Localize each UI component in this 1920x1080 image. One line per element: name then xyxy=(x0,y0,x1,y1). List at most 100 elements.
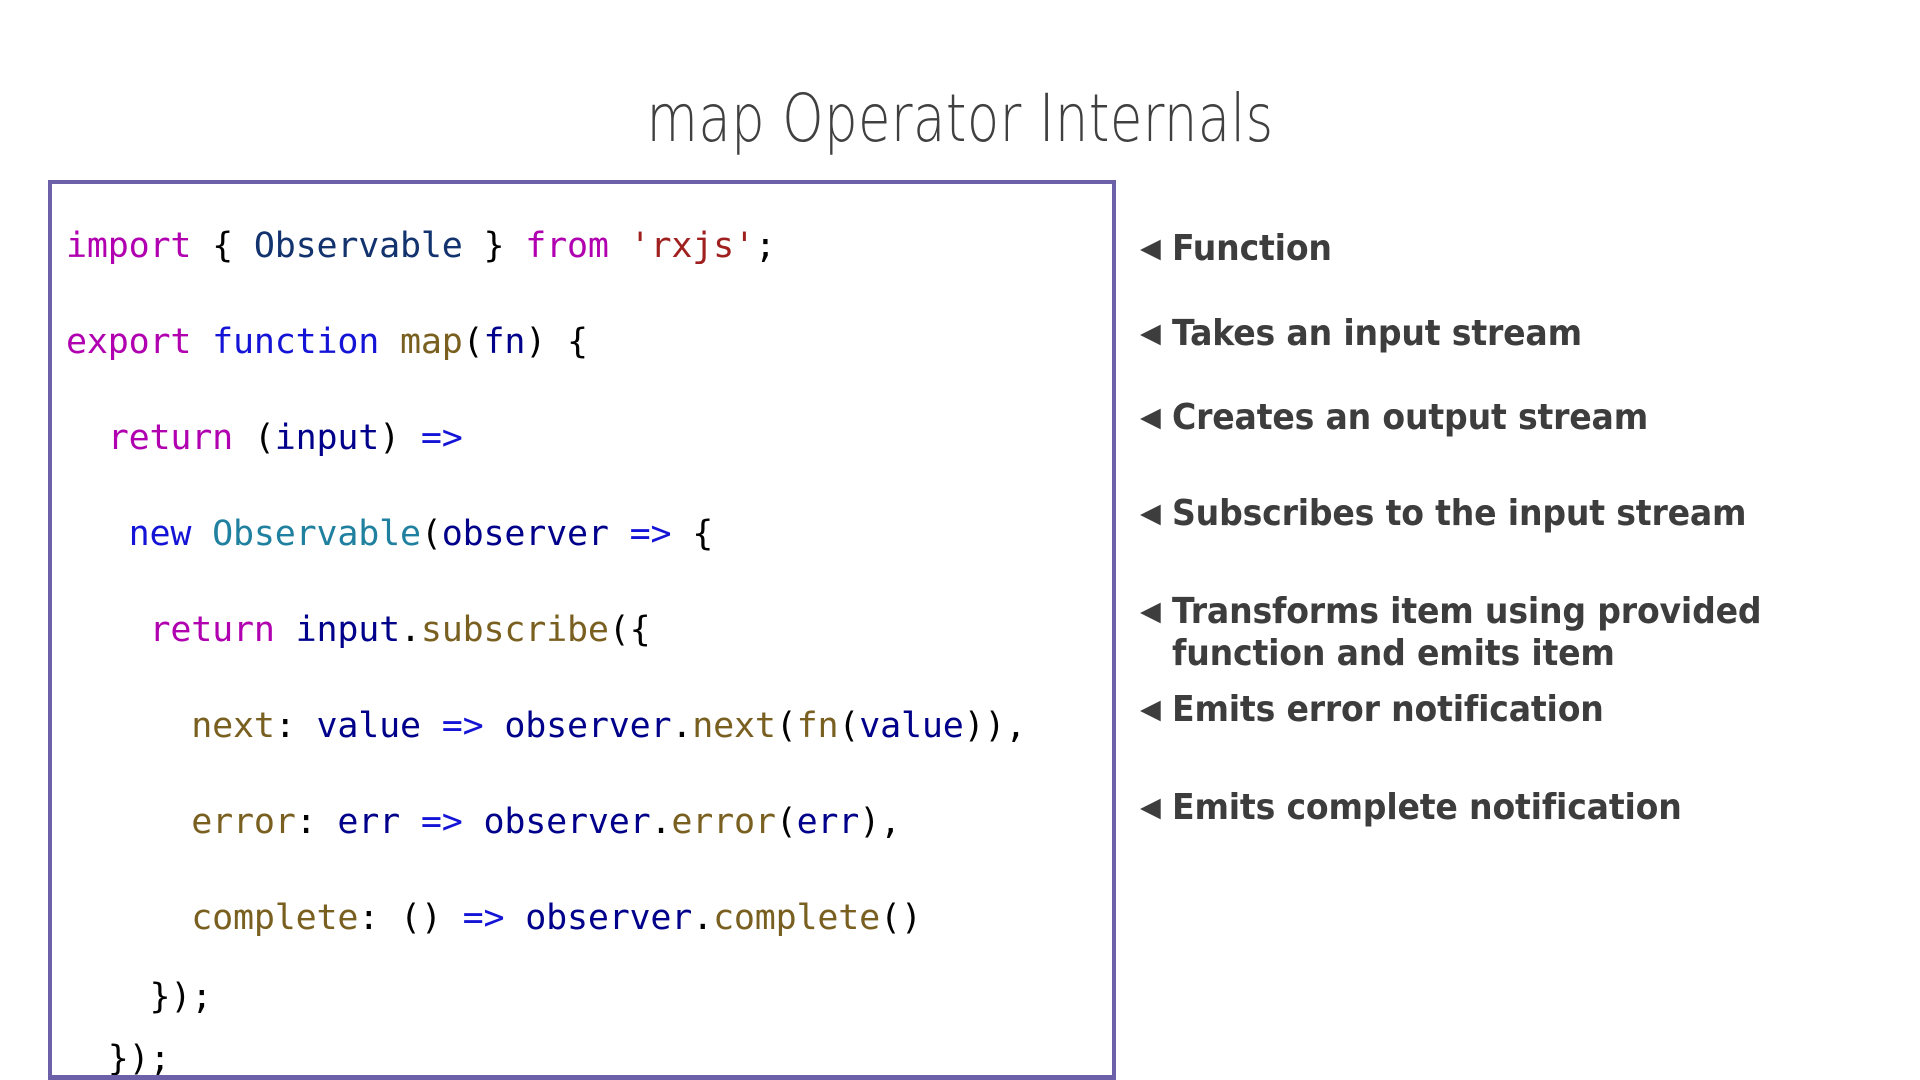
code-token: err xyxy=(337,802,400,842)
code-token: import xyxy=(66,226,192,266)
code-token: ( xyxy=(775,802,797,842)
code-token: value xyxy=(316,706,421,746)
code-token xyxy=(504,898,525,938)
code-token: { xyxy=(212,226,233,266)
code-token: next xyxy=(692,706,776,746)
code-token: ; xyxy=(754,226,776,266)
left-triangle-icon: ◀ xyxy=(1140,233,1161,264)
line-close-observable: }); xyxy=(66,1028,1112,1079)
code-token xyxy=(191,514,212,554)
code-token: input xyxy=(295,610,401,650)
code-token: new xyxy=(128,514,192,554)
code-token: complete xyxy=(191,898,359,938)
code-token: map xyxy=(399,322,463,362)
left-triangle-icon: ◀ xyxy=(1140,596,1161,627)
code-token xyxy=(191,322,212,362)
code-token: observer xyxy=(504,706,672,746)
code-token: }); xyxy=(66,1039,171,1079)
code-token: 'rxjs' xyxy=(629,226,755,266)
code-token: : () xyxy=(358,898,463,938)
code-token: => xyxy=(420,418,463,458)
code-token xyxy=(66,802,191,842)
code-token: ({ xyxy=(608,610,651,650)
code-token: return xyxy=(107,418,233,458)
code-token: ( xyxy=(232,418,275,458)
code-token xyxy=(66,898,191,938)
annotation-label: Emits complete notification xyxy=(1171,787,1682,828)
page-title: map Operator Internals xyxy=(646,80,1274,157)
code-token: => xyxy=(629,514,672,554)
code-token xyxy=(66,418,108,458)
code-token: . xyxy=(650,802,672,842)
code-token: observer xyxy=(441,514,609,554)
ann-complete: ◀Emits complete notification xyxy=(1140,787,1726,829)
annotation-label: Function xyxy=(1171,228,1332,269)
line-error: error: err => observer.error(err), xyxy=(66,774,1112,870)
annotation-label: Transforms item using provided function … xyxy=(1171,591,1762,674)
code-token: )), xyxy=(963,706,1027,746)
code-listing: import { Observable } from 'rxjs';export… xyxy=(52,184,1112,1079)
annotation-label: Takes an input stream xyxy=(1171,313,1582,354)
code-token xyxy=(191,226,212,266)
ann-input: ◀ Takes an input stream xyxy=(1140,313,1617,355)
code-token xyxy=(463,802,484,842)
ann-output: ◀ Creates an output stream xyxy=(1140,397,1689,439)
ann-function: ◀ Function xyxy=(1140,228,1345,270)
code-token xyxy=(483,706,504,746)
code-token: observer xyxy=(525,898,693,938)
code-token: input xyxy=(274,418,380,458)
ann-subscribe: ◀Subscribes to the input stream xyxy=(1140,493,1796,535)
code-token: return xyxy=(149,610,275,650)
code-token xyxy=(421,706,442,746)
ann-error: ◀ Emits error notification xyxy=(1140,689,1641,731)
code-token: subscribe xyxy=(420,610,609,650)
code-token xyxy=(233,226,254,266)
code-token: } xyxy=(483,226,505,266)
code-token: value xyxy=(859,706,964,746)
code-token xyxy=(609,514,630,554)
code-token: => xyxy=(420,802,463,842)
left-triangle-icon: ◀ xyxy=(1140,318,1161,349)
code-token: Observable xyxy=(253,226,463,266)
code-token: complete xyxy=(713,898,881,938)
line-close-subscribe: }); xyxy=(66,966,1112,1028)
code-token xyxy=(66,706,191,746)
line-import: import { Observable } from 'rxjs'; xyxy=(66,198,1112,294)
code-token: fn xyxy=(796,706,839,746)
annotation-label: Emits error notification xyxy=(1171,689,1604,730)
left-triangle-icon: ◀ xyxy=(1140,694,1161,725)
code-token: { xyxy=(671,514,714,554)
code-token: ( xyxy=(462,322,484,362)
left-triangle-icon: ◀ xyxy=(1140,402,1161,433)
code-token: ( xyxy=(420,514,442,554)
line-export-function: export function map(fn) { xyxy=(66,294,1112,390)
code-token xyxy=(379,322,400,362)
code-token: ) xyxy=(525,322,547,362)
code-token xyxy=(66,514,129,554)
code-token xyxy=(609,226,630,266)
code-token: ) xyxy=(379,418,421,458)
code-token: function xyxy=(212,322,380,362)
ann-transform: ◀ Transforms item using provided function… xyxy=(1140,591,1812,675)
code-token: fn xyxy=(483,322,526,362)
code-token xyxy=(66,610,150,650)
line-complete: complete: () => observer.complete() xyxy=(66,870,1112,966)
code-token xyxy=(463,226,484,266)
code-token: error xyxy=(191,802,296,842)
code-token: () xyxy=(880,898,922,938)
code-token: }); xyxy=(66,977,213,1017)
code-token: from xyxy=(525,226,609,266)
code-token xyxy=(400,802,421,842)
line-return-input: return (input) => xyxy=(66,390,1112,486)
code-token: : xyxy=(274,706,317,746)
code-token: ( xyxy=(775,706,797,746)
code-token: . xyxy=(399,610,421,650)
code-token xyxy=(504,226,525,266)
code-token: : xyxy=(295,802,338,842)
line-return-subscribe: return input.subscribe({ xyxy=(66,582,1112,678)
code-token: => xyxy=(462,898,505,938)
code-token: observer xyxy=(483,802,651,842)
code-token: ), xyxy=(859,802,901,842)
annotation-label: Creates an output stream xyxy=(1171,397,1648,438)
code-token: { xyxy=(546,322,588,362)
